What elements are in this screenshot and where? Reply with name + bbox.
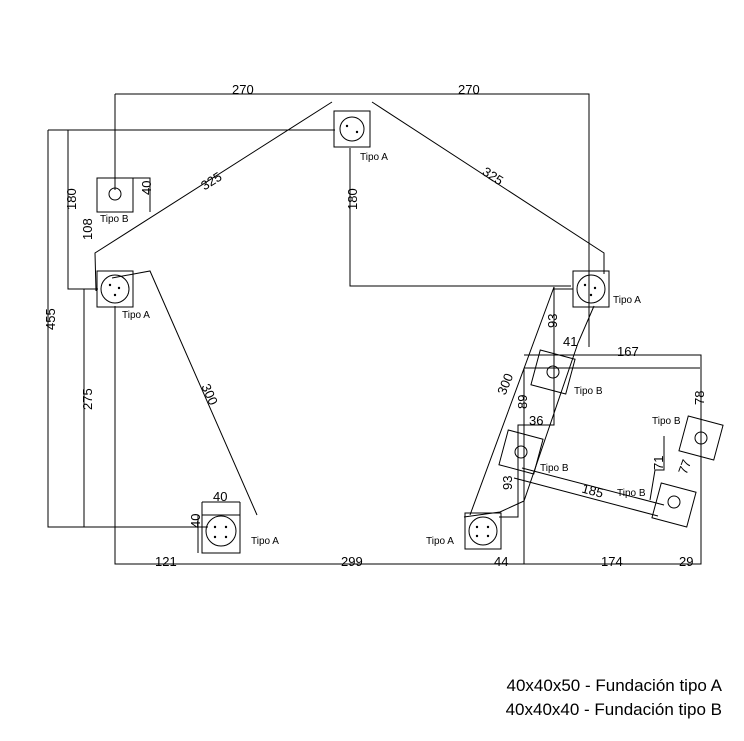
dim-41: 41 xyxy=(563,334,577,349)
left-frame-455 xyxy=(47,129,335,528)
footing-right-b4 xyxy=(651,482,697,528)
tag-right-b2: Tipo B xyxy=(540,463,569,474)
right-step-lines xyxy=(499,287,700,564)
dim-left-180: 180 xyxy=(64,188,79,210)
left-diagonal-wall xyxy=(111,270,258,516)
center-axis-line xyxy=(349,148,571,287)
tag-right-b3: Tipo B xyxy=(652,416,681,427)
dim-center-vertical: 180 xyxy=(345,188,360,210)
dim-right-diagonal: 300 xyxy=(494,371,516,397)
dim-bottom-121: 121 xyxy=(155,554,177,569)
dim-185: 185 xyxy=(580,481,605,501)
dim-93-upper: 93 xyxy=(545,314,560,328)
dim-a-square-40-side: 40 xyxy=(188,514,203,528)
dim-93-lower: 93 xyxy=(500,476,515,490)
right-roof-line xyxy=(371,101,605,274)
dim-bottom-29: 29 xyxy=(679,554,693,569)
footing-bottom-left xyxy=(201,514,241,554)
footing-top-center xyxy=(333,110,371,148)
dim-b-square-40: 40 xyxy=(139,181,154,195)
dim-a-square-40-top: 40 xyxy=(213,489,227,504)
bottom-boundary-line xyxy=(114,306,702,565)
tag-right-b4: Tipo B xyxy=(617,488,646,499)
legend-type-b: 40x40x40 - Fundación tipo B xyxy=(505,700,722,719)
dim-top-right: 270 xyxy=(458,82,480,97)
dim-bottom-299: 299 xyxy=(341,554,363,569)
dim-bottom-44: 44 xyxy=(494,554,508,569)
dim-top-left: 270 xyxy=(232,82,254,97)
dim-77: 77 xyxy=(675,457,694,476)
footing-right-upper xyxy=(572,270,610,308)
dim-left-diagonal: 300 xyxy=(198,381,221,407)
top-boundary-line xyxy=(114,93,590,347)
dim-left-108: 108 xyxy=(80,218,95,240)
tag-right-b1: Tipo B xyxy=(574,386,603,397)
legend-type-a: 40x40x50 - Fundación tipo A xyxy=(506,676,722,695)
tag-bottom-left: Tipo A xyxy=(251,536,279,547)
footing-bottom-center xyxy=(464,512,502,550)
dim-36: 36 xyxy=(529,413,543,428)
tag-bottom-center: Tipo A xyxy=(426,536,454,547)
dim-slant-right: 325 xyxy=(480,164,506,188)
tag-left-upper: Tipo A xyxy=(122,310,150,321)
a-square-dim-40-top xyxy=(201,501,241,515)
wall-185 xyxy=(513,436,665,517)
dim-89: 89 xyxy=(515,395,530,409)
tag-left-b: Tipo B xyxy=(100,214,129,225)
left-frame-180 xyxy=(67,130,98,290)
dim-78: 78 xyxy=(692,391,707,405)
footing-left-b xyxy=(96,177,134,213)
footing-right-b2 xyxy=(498,429,544,475)
dim-167: 167 xyxy=(617,344,639,359)
left-roof-line xyxy=(94,101,333,292)
dim-left-455: 455 xyxy=(43,308,58,330)
dim-71: 71 xyxy=(651,456,666,470)
dim-bottom-174: 174 xyxy=(601,554,623,569)
b-square-dim-40 xyxy=(133,177,151,212)
footing-right-b3 xyxy=(678,415,724,461)
footing-right-b1 xyxy=(530,349,576,395)
dim-left-275: 275 xyxy=(80,388,95,410)
tag-right-upper: Tipo A xyxy=(613,295,641,306)
tag-top-center: Tipo A xyxy=(360,152,388,163)
footing-left-upper xyxy=(96,270,134,308)
